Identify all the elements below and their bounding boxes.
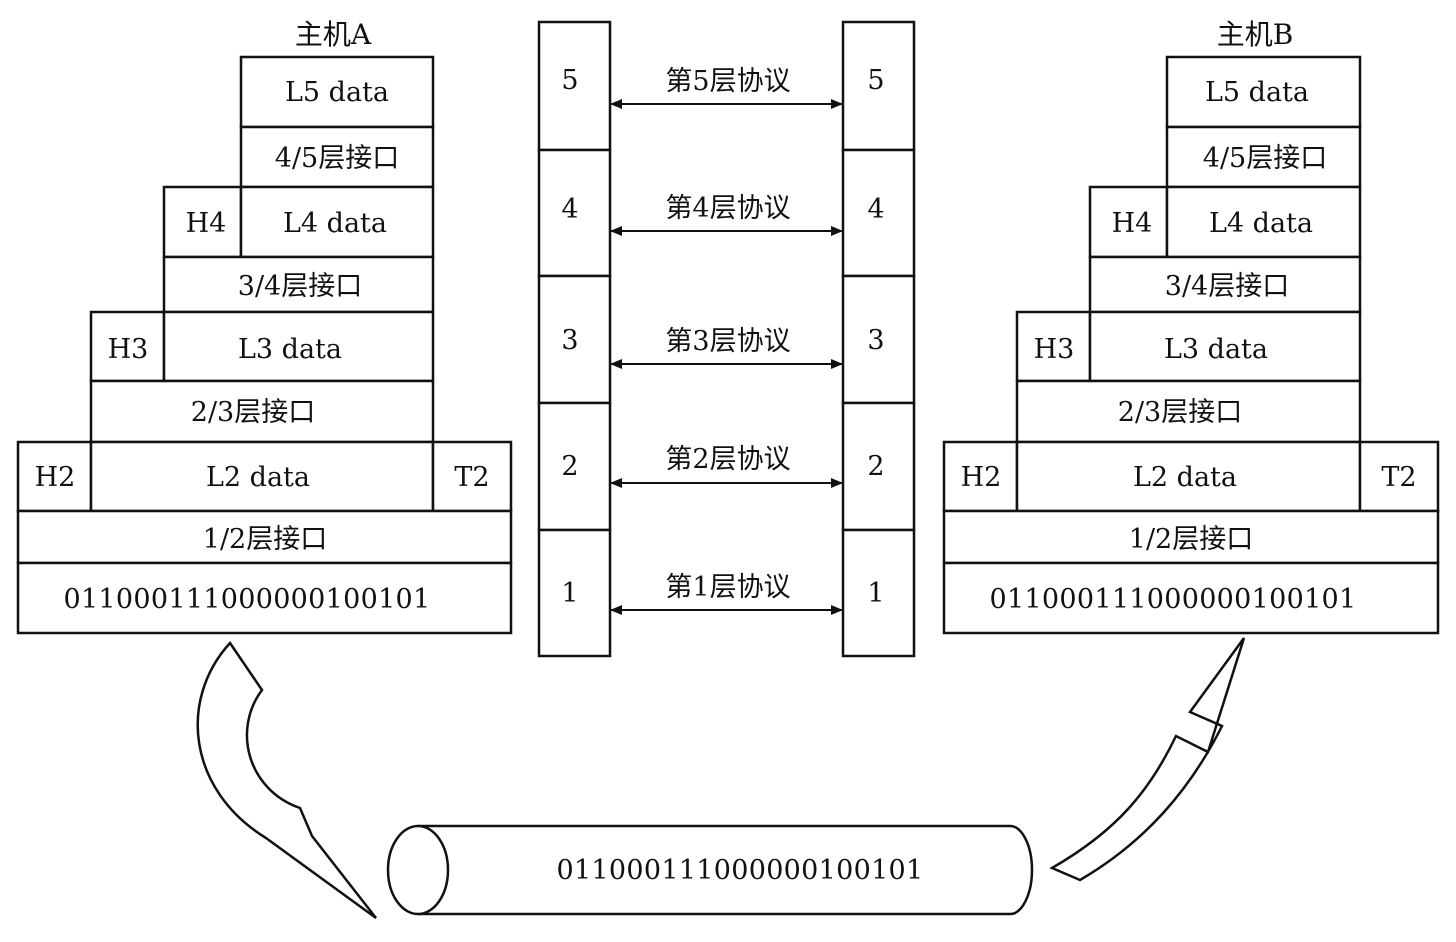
host-b-h2: H2 <box>961 462 1002 493</box>
peer-protocols: 第5层协议 第4层协议 第3层协议 第2层协议 第1层协议 <box>610 66 843 615</box>
host-a-if45-cell <box>239 125 435 189</box>
protocol-label-1: 第1层协议 <box>665 572 790 603</box>
host-b-h4-cell <box>1088 185 1169 259</box>
host-a-if12-cell <box>16 509 513 565</box>
medium-pipe-body <box>418 824 1034 916</box>
host-b-title: 主机B <box>1217 18 1294 51</box>
host-a-h4: H4 <box>186 208 227 239</box>
host-a-h2: H2 <box>35 462 76 493</box>
right-layer-3: 3 <box>867 325 884 356</box>
host-b-bits-cell <box>942 561 1440 635</box>
left-layer-5-cell <box>537 20 612 152</box>
protocol-label-2: 第2层协议 <box>665 444 790 475</box>
host-b-t2-cell <box>1358 440 1440 513</box>
host-a-l5-cell <box>239 55 435 129</box>
host-a-l3-data: L3 data <box>238 334 342 365</box>
host-b-if12: 1/2层接口 <box>1129 524 1253 555</box>
right-layer-5: 5 <box>867 65 884 96</box>
host-b-l3-cell <box>1088 310 1362 383</box>
host-b-l4-data: L4 data <box>1209 208 1313 239</box>
host-b-t2: T2 <box>1381 462 1416 493</box>
host-b-if34: 3/4层接口 <box>1165 271 1289 302</box>
host-b-bits: 011000111000000100101 <box>989 584 1356 615</box>
host-a-t2: T2 <box>454 462 489 493</box>
host-b-l4-cell <box>1165 185 1362 259</box>
protocol-label-5: 第5层协议 <box>665 66 790 97</box>
medium-bits: 011000111000000100101 <box>556 855 923 886</box>
host-a-stack: 主机A L5 data 4/5层接口 H4 L4 data 3/4层接口 H3 … <box>16 18 513 635</box>
protocol-label-3: 第3层协议 <box>665 326 790 357</box>
protocol-label-4: 第4层协议 <box>665 193 790 224</box>
left-layer-3-cell <box>537 274 612 405</box>
left-layer-2-cell <box>537 401 612 532</box>
layer-column-right: 5 4 3 2 1 <box>841 20 916 658</box>
host-b-if34-cell <box>1088 255 1362 314</box>
host-a-if23: 2/3层接口 <box>191 397 315 428</box>
host-a-l5-data: L5 data <box>285 77 389 108</box>
left-layer-2: 2 <box>561 451 578 482</box>
host-b-h3: H3 <box>1034 334 1075 365</box>
layer-column-left: 5 4 3 2 1 <box>537 20 612 658</box>
host-b-l3-data: L3 data <box>1164 334 1268 365</box>
host-a-if23-cell <box>89 379 435 444</box>
host-a-if45: 4/5层接口 <box>275 143 399 174</box>
upward-flow-arrow <box>1049 637 1246 882</box>
host-a-l4-data: L4 data <box>283 208 387 239</box>
right-layer-1: 1 <box>867 578 884 609</box>
host-a-if12: 1/2层接口 <box>203 524 327 555</box>
host-a-if34: 3/4层接口 <box>238 271 362 302</box>
right-layer-4: 4 <box>867 194 884 225</box>
host-b-l2-data: L2 data <box>1133 462 1237 493</box>
host-a-h3: H3 <box>108 334 149 365</box>
right-layer-5-cell <box>841 20 916 152</box>
left-layer-1-cell <box>537 528 612 658</box>
host-b-l5-data: L5 data <box>1205 77 1309 108</box>
host-b-h4: H4 <box>1112 208 1153 239</box>
right-layer-1-cell <box>841 528 916 658</box>
host-a-l2-data: L2 data <box>206 462 310 493</box>
host-a-t2-cell <box>431 440 513 513</box>
host-a-bits: 011000111000000100101 <box>63 584 430 615</box>
host-b-if23: 2/3层接口 <box>1118 397 1242 428</box>
right-layer-2: 2 <box>867 451 884 482</box>
right-layer-2-cell <box>841 401 916 532</box>
left-layer-5: 5 <box>561 65 578 96</box>
downward-flow-arrow <box>196 640 377 920</box>
host-a-title: 主机A <box>295 18 372 51</box>
host-a-h3-cell <box>89 310 166 383</box>
left-layer-4: 4 <box>561 194 578 225</box>
host-b-if23-cell <box>1015 379 1362 444</box>
left-layer-1: 1 <box>561 578 578 609</box>
host-b-h3-cell <box>1015 310 1092 383</box>
host-a-l2-cell <box>89 440 435 513</box>
right-layer-3-cell <box>841 274 916 405</box>
medium-pipe-opening <box>386 824 450 916</box>
host-b-if45-cell <box>1165 125 1362 189</box>
host-b-stack: 主机B L5 data 4/5层接口 H4 L4 data 3/4层接口 H3 … <box>942 18 1440 635</box>
left-layer-3: 3 <box>561 325 578 356</box>
host-a-bits-cell <box>16 561 513 635</box>
right-layer-4-cell <box>841 148 916 278</box>
transmission-medium: 011000111000000100101 <box>386 824 1034 916</box>
host-a-l4-cell <box>239 185 435 259</box>
host-b-if45: 4/5层接口 <box>1203 143 1327 174</box>
